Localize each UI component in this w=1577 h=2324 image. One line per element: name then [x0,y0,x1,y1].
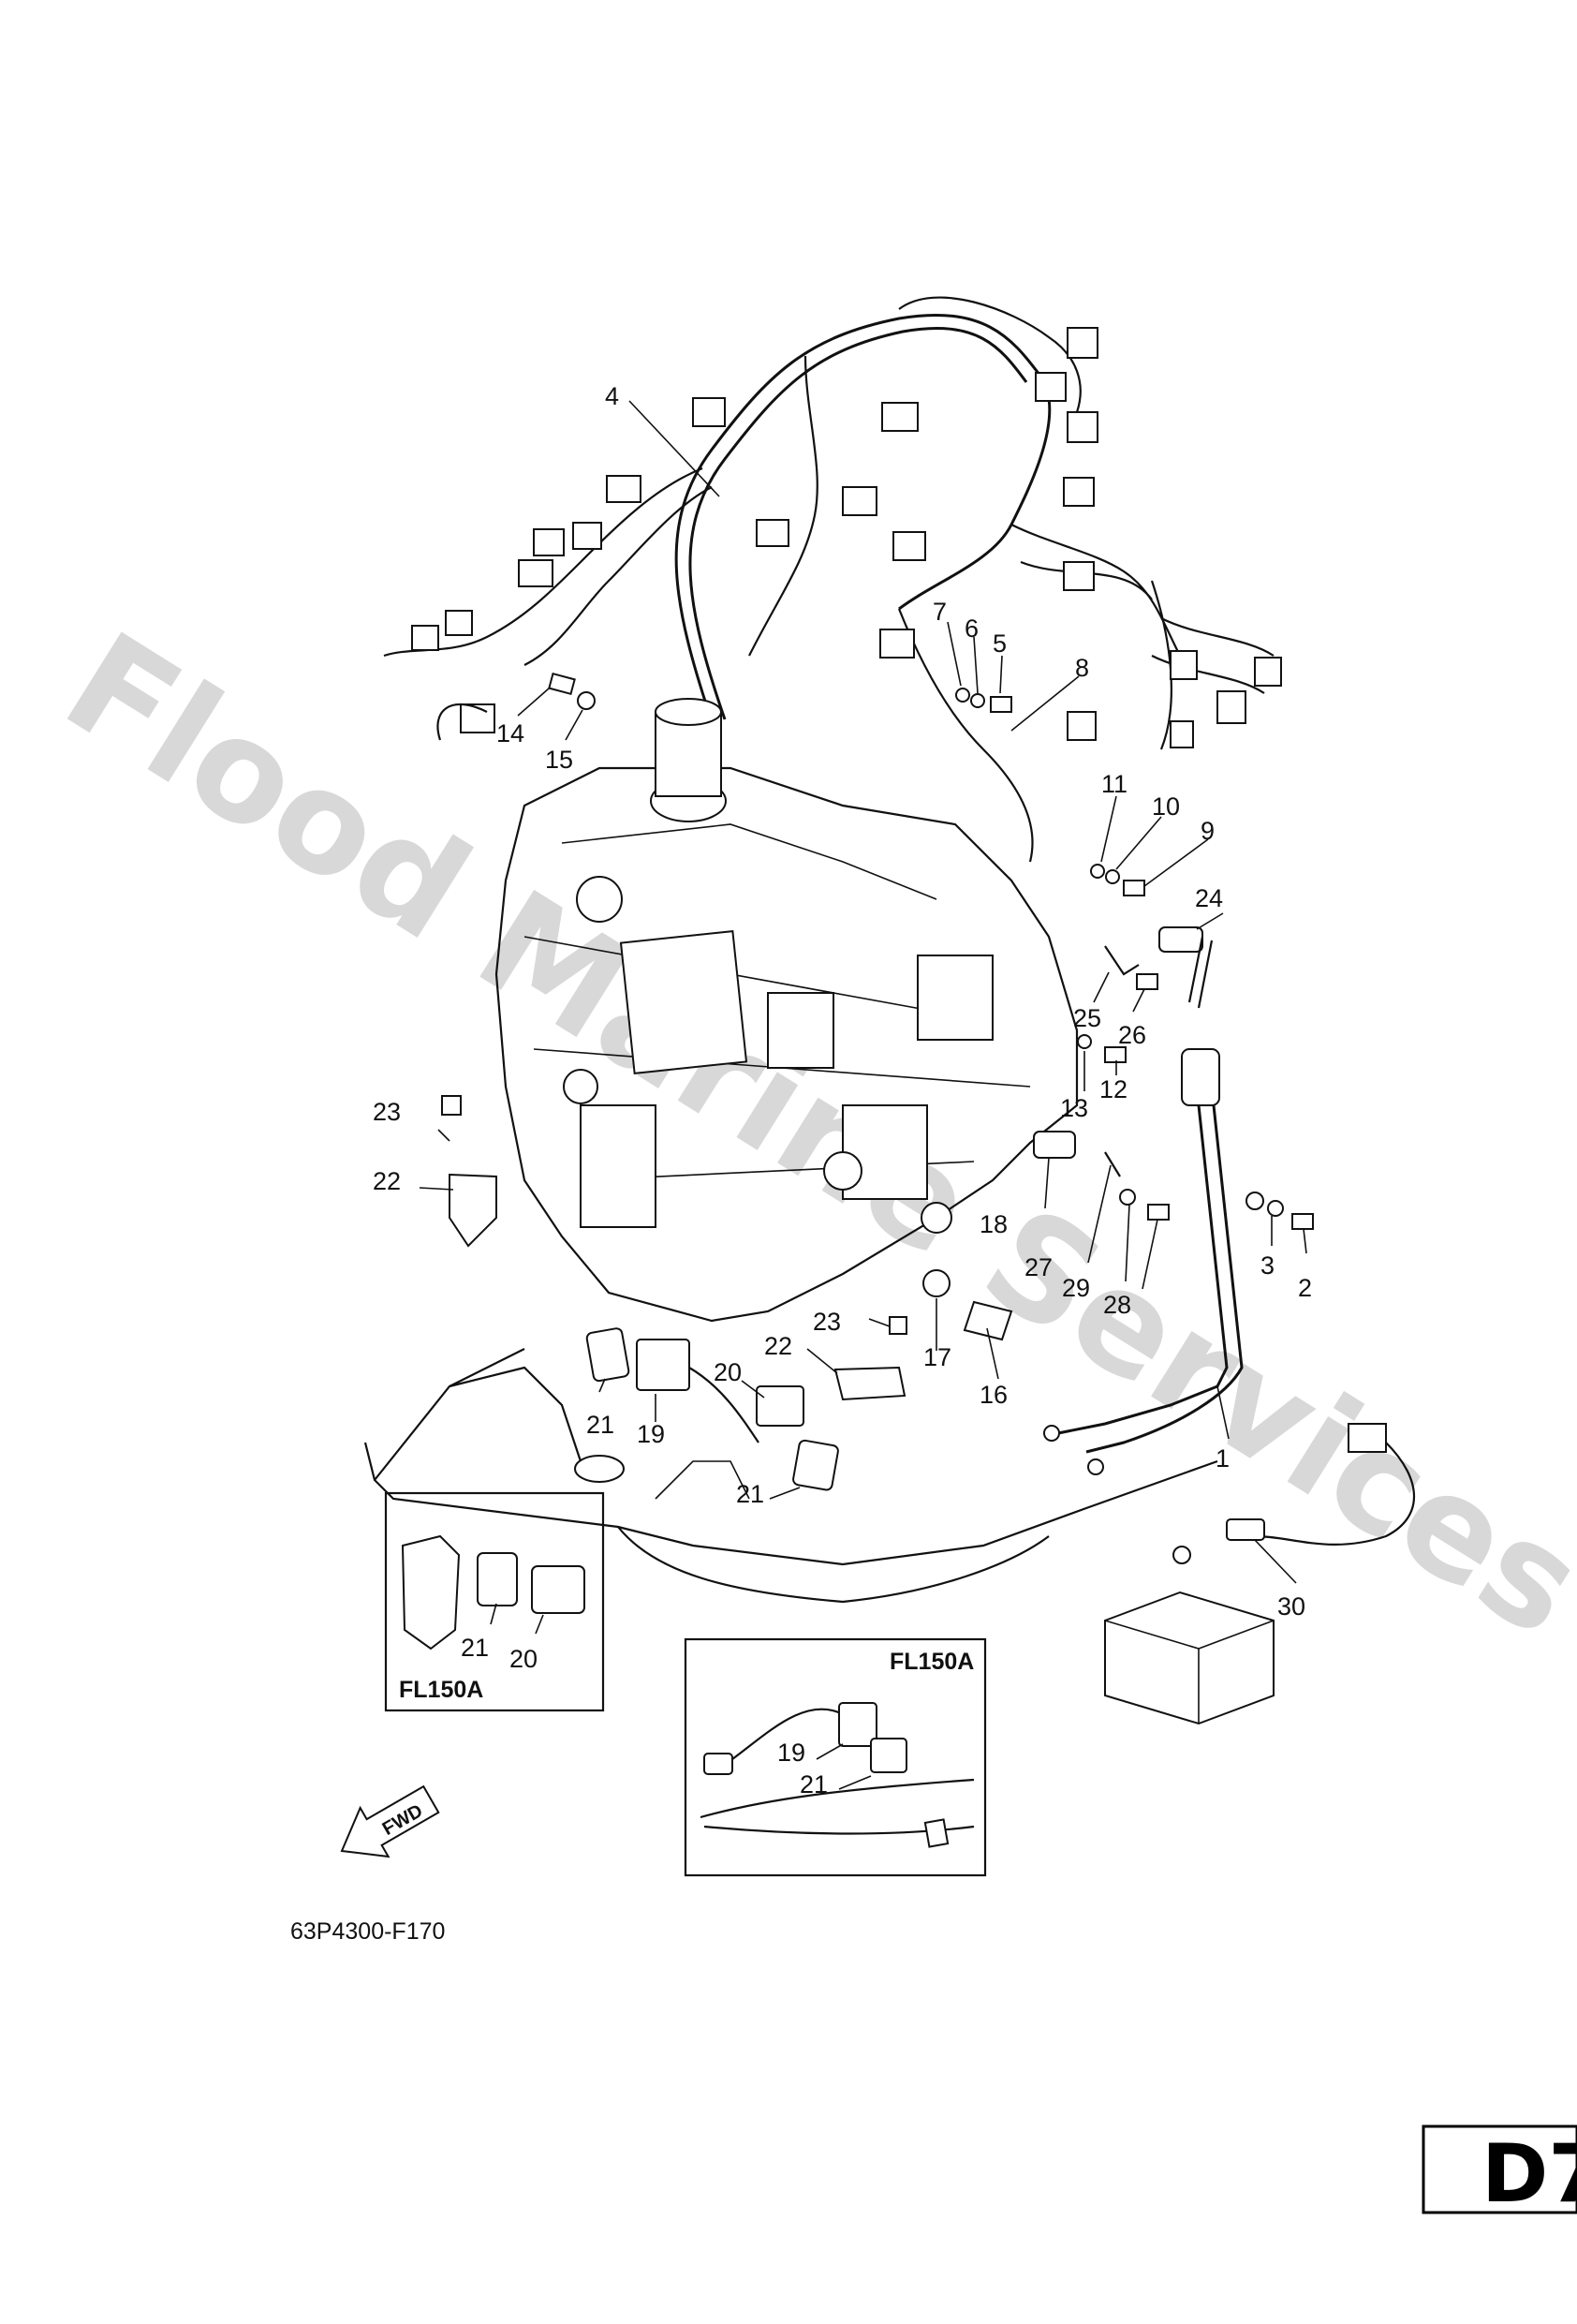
callout-15: 15 [545,746,573,774]
inset-left-callout-21: 21 [461,1634,489,1662]
callout-23-center: 23 [813,1308,841,1336]
callout-16: 16 [980,1381,1008,1409]
inset-fl150a-right: FL150A 19 21 [684,1637,987,1877]
callout-1: 1 [1216,1444,1230,1473]
inset-right-callout-21: 21 [800,1770,828,1799]
bottom-cowling [363,1348,1218,1604]
callout-7: 7 [933,598,947,626]
callout-18: 18 [980,1210,1008,1238]
reference-code: 63P4300-F170 [290,1918,445,1945]
callout-3: 3 [1260,1251,1275,1280]
callout-numbers: 4 14 15 7 6 5 8 11 10 9 24 25 26 13 12 3… [373,382,1312,1621]
callout-2: 2 [1298,1274,1312,1302]
engine-block [494,698,1079,1323]
callout-12: 12 [1099,1075,1127,1103]
inset-left-title: FL150A [399,1677,483,1703]
callout-27: 27 [1024,1253,1053,1281]
callout-22-center: 22 [764,1332,792,1360]
leader-lines [419,400,1307,1584]
inset-right-title: FL150A [890,1649,974,1675]
callout-6: 6 [965,614,979,643]
inset-fl150a-left: 21 20 FL150A [384,1491,605,1712]
callout-28: 28 [1103,1291,1131,1319]
inset-right-callout-19: 19 [777,1739,805,1767]
callout-21-left: 21 [586,1411,614,1439]
callout-29: 29 [1062,1274,1090,1302]
callout-23-left: 23 [373,1098,401,1126]
watermark-text: Flood Marine Services [38,602,1577,1668]
callout-26: 26 [1118,1021,1146,1049]
callout-20: 20 [714,1358,742,1386]
callout-11: 11 [1101,770,1127,798]
page-tag-box: D7 [1422,2124,1577,2221]
small-parts [436,672,1416,1725]
callout-17: 17 [923,1343,951,1371]
callout-5: 5 [993,629,1007,658]
callout-30: 30 [1277,1592,1305,1621]
callout-24: 24 [1195,884,1223,912]
callout-8: 8 [1075,654,1089,682]
callout-9: 9 [1201,817,1215,845]
callout-25: 25 [1073,1004,1101,1032]
callout-13: 13 [1060,1094,1088,1122]
wiring-harness [383,296,1282,863]
page-tag: D7 [1481,2127,1577,2221]
callout-4: 4 [605,382,619,410]
fwd-arrow: FWD [340,1784,440,1858]
callout-22-left: 22 [373,1167,401,1195]
callout-21-center: 21 [736,1480,764,1508]
callout-14: 14 [496,719,524,748]
callout-19: 19 [637,1420,665,1448]
inset-left-callout-20: 20 [509,1645,538,1673]
callout-10: 10 [1152,792,1180,821]
